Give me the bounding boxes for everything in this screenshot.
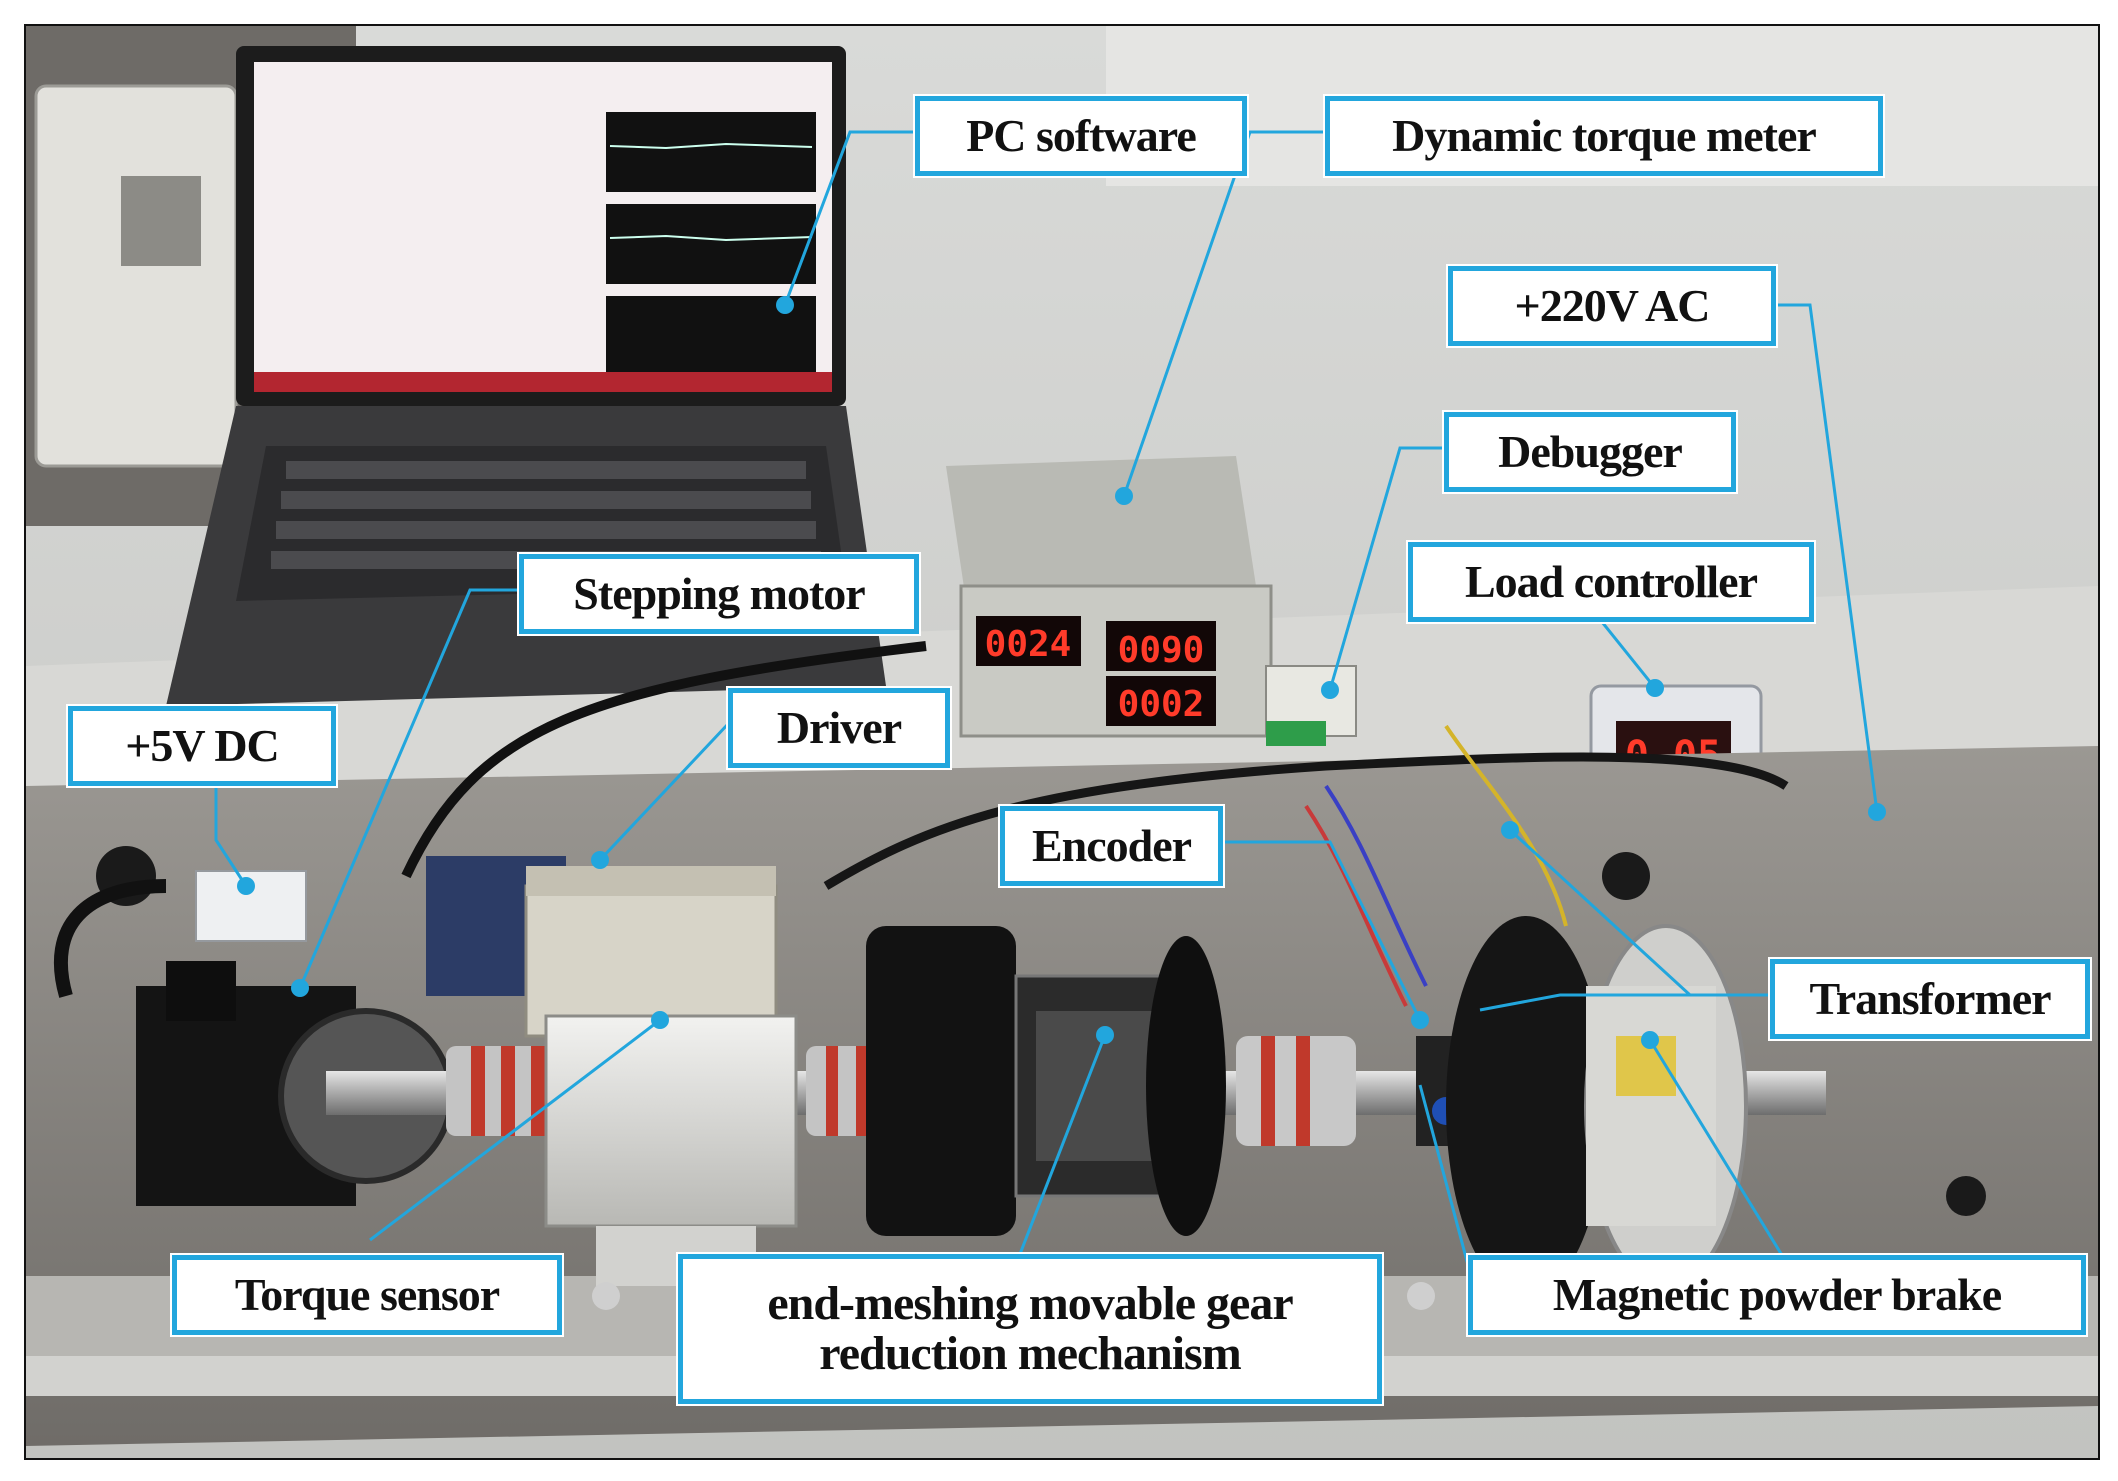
label-dynamic-torque-meter: Dynamic torque meter [1325, 96, 1883, 176]
label-220v-ac: +220V AC [1448, 266, 1776, 346]
label-stepping-motor: Stepping motor [519, 554, 919, 634]
label-reduction-line1: end-meshing movable gear [767, 1276, 1293, 1330]
label-driver: Driver [728, 688, 950, 768]
label-transformer: Transformer [1770, 959, 2090, 1039]
label-load-controller: Load controller [1408, 542, 1814, 622]
label-magnetic-powder-brake: Magnetic powder brake [1468, 1255, 2086, 1335]
label-encoder: Encoder [1000, 806, 1223, 886]
torque-meter-display-3: 0002 [1118, 684, 1205, 725]
torque-meter-display-1: 0024 [985, 624, 1072, 665]
label-debugger: Debugger [1444, 412, 1736, 492]
photo-illustration: 0024 0090 0002 0.05 [26, 26, 2098, 1458]
label-5v-dc: +5V DC [68, 706, 336, 786]
label-reduction-mechanism: end-meshing movable gear reduction mecha… [678, 1254, 1382, 1404]
label-pc-software: PC software [915, 96, 1247, 176]
label-reduction-line2: reduction mechanism [819, 1327, 1241, 1380]
torque-meter-display-2: 0090 [1118, 630, 1205, 671]
label-torque-sensor: Torque sensor [172, 1255, 562, 1335]
